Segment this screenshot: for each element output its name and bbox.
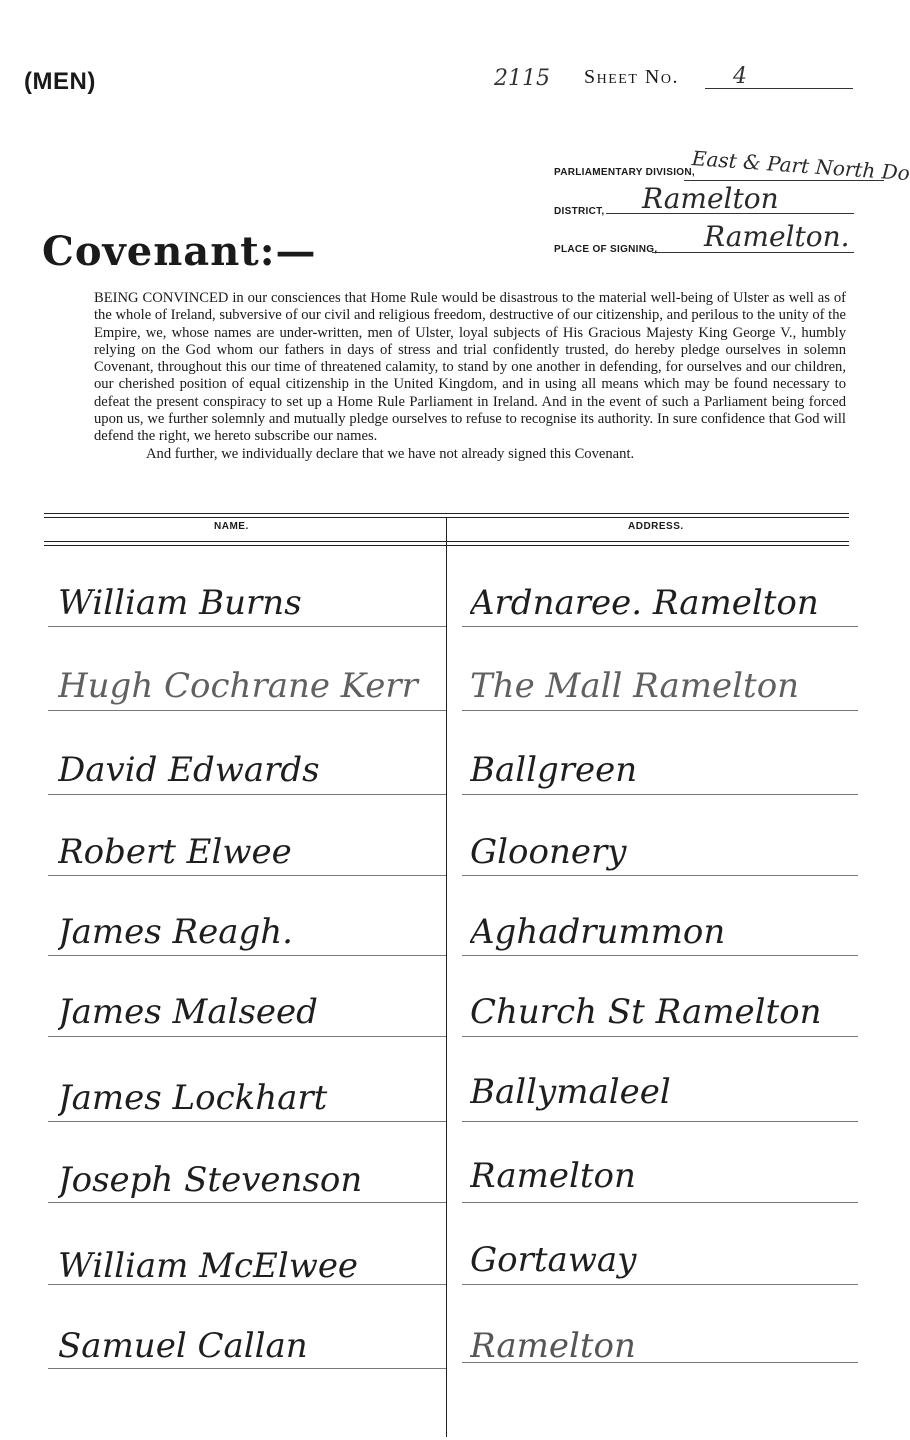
row-line [462,1284,858,1285]
signature-name: Samuel Callan [58,1326,308,1366]
row-line [48,955,446,956]
row-line [462,626,858,627]
sheet-label: Sheet No. [584,66,679,88]
row-line [48,1036,446,1037]
name-column-header: NAME. [214,521,249,532]
place-of-signing-value: Ramelton. [704,220,850,253]
address-column-header: ADDRESS. [628,521,684,532]
signature-name: Robert Elwee [58,832,292,872]
row-line [48,710,446,711]
signature-name: William Burns [58,583,302,623]
column-divider [446,517,447,1437]
signature-address: Ballgreen [470,750,638,790]
row-line [48,1368,446,1369]
signature-address: Ramelton [470,1326,636,1366]
signature-name: David Edwards [58,750,320,790]
signature-address: Gortaway [470,1240,637,1280]
signature-name: James Reagh. [58,912,293,952]
row-line [48,1284,446,1285]
covenant-title: Covenant:— [42,228,317,275]
place-of-signing-line [652,252,854,253]
row-line [462,1121,858,1122]
signature-name: Joseph Stevenson [58,1160,363,1200]
table-top-rule [44,513,849,514]
row-line [462,1036,858,1037]
men-label: (MEN) [24,68,96,95]
district-label: DISTRICT, [554,206,605,217]
signature-name: William McElwee [58,1246,359,1286]
signature-address: Ardnaree. Ramelton [470,583,819,623]
row-line [48,1121,446,1122]
signature-name: James Malseed [58,992,318,1032]
place-of-signing-label: PLACE OF SIGNING, [554,244,658,255]
row-line [462,1362,858,1363]
signature-address: The Mall Ramelton [470,666,800,706]
row-line [48,1202,446,1203]
covenant-paragraph-1: BEING CONVINCED in our consciences that … [94,290,846,445]
row-line [48,875,446,876]
row-line [462,794,858,795]
signature-address: Ballymaleel [470,1072,671,1112]
parliamentary-division-line [684,180,884,181]
signature-address: Church St Ramelton [470,992,822,1032]
row-line [462,710,858,711]
sheet-number-line [705,88,853,89]
signature-name: Hugh Cochrane Kerr [58,666,418,706]
row-line [462,955,858,956]
row-line [462,875,858,876]
parliamentary-division-label: PARLIAMENTARY DIVISION, [554,167,695,178]
row-line [48,626,446,627]
row-line [462,1202,858,1203]
district-value: Ramelton [642,182,779,215]
row-line [48,794,446,795]
signature-name: James Lockhart [58,1078,328,1118]
covenant-text: BEING CONVINCED in our consciences that … [94,290,846,463]
covenant-paragraph-2: And further, we individually declare tha… [146,445,635,462]
sheet-number-value: 4 [733,64,747,89]
signature-address: Gloonery [470,832,627,872]
sheet-number-handwritten: 2115 [494,66,550,91]
signature-address: Ramelton [470,1156,636,1196]
signature-address: Aghadrummon [470,912,726,952]
district-line [606,213,854,214]
